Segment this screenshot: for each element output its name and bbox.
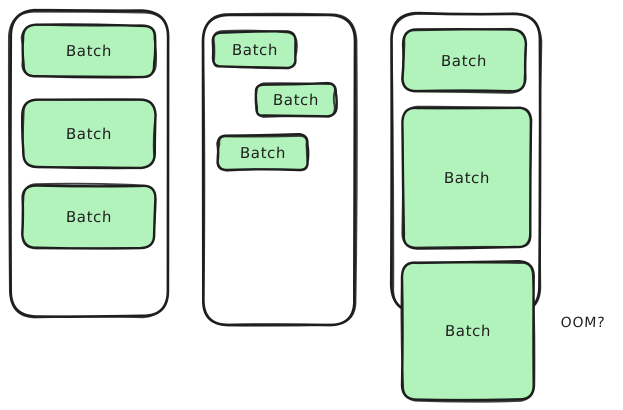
oom-label: OOM? bbox=[560, 315, 606, 331]
batch-box[interactable] bbox=[401, 105, 533, 250]
batch-container-2[interactable] bbox=[201, 12, 358, 327]
batch-box[interactable] bbox=[21, 182, 157, 250]
batch-box[interactable] bbox=[211, 29, 298, 70]
batch-box[interactable] bbox=[254, 81, 338, 118]
batch-box[interactable] bbox=[400, 260, 536, 403]
batch-container-1[interactable] bbox=[7, 8, 170, 319]
batch-box[interactable] bbox=[216, 133, 310, 172]
batch-box[interactable] bbox=[401, 27, 528, 94]
batch-box[interactable] bbox=[20, 98, 157, 170]
batch-box[interactable] bbox=[20, 23, 158, 79]
